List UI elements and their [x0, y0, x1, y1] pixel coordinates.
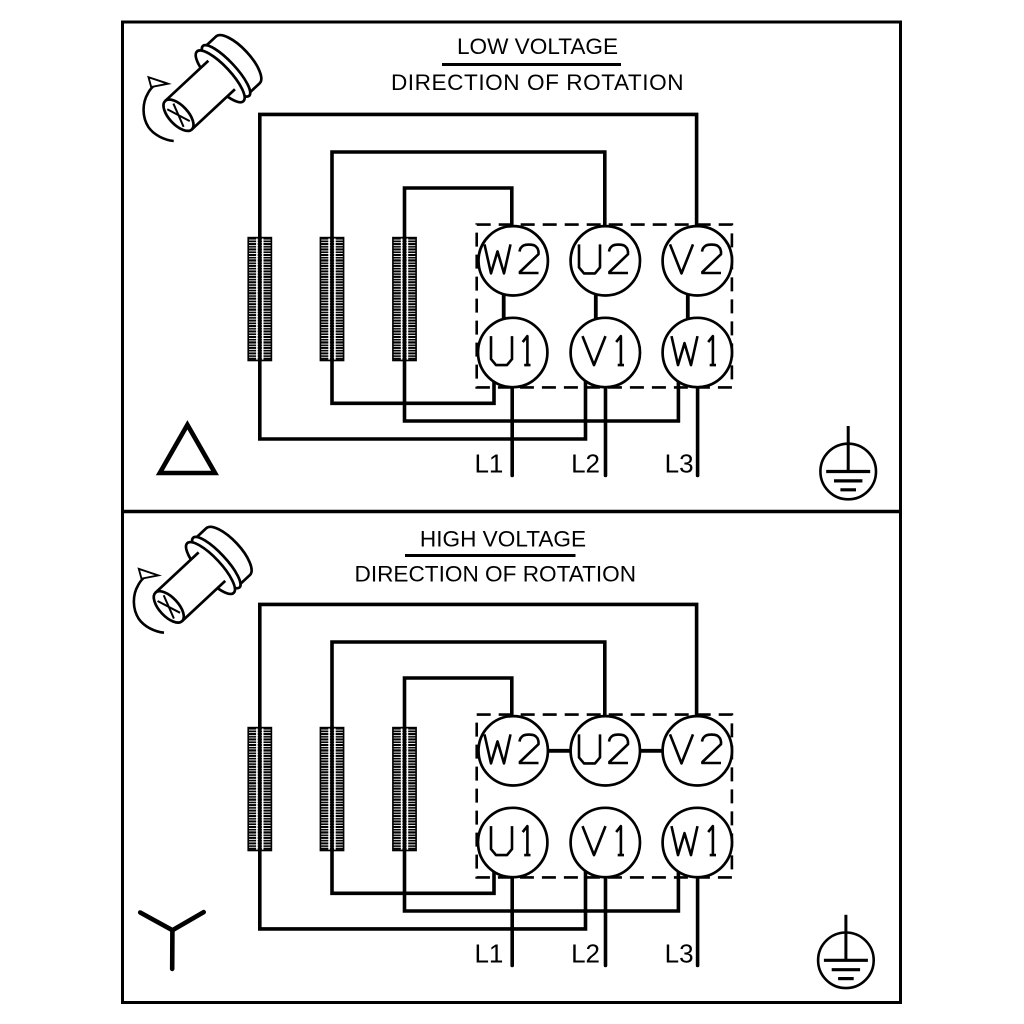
- terminal-label-glyph: [577, 734, 602, 765]
- wire-coil1-to-V2: [258, 602, 699, 728]
- winding-to-bottom-terminal-wires: [258, 360, 681, 441]
- wire-coil2-to-U1: [330, 360, 496, 406]
- terminal-circle-V2: [661, 714, 734, 787]
- line-label-L1: L1: [474, 939, 503, 969]
- terminal-label: [581, 824, 624, 857]
- terminal-label-glyph: [489, 336, 514, 367]
- terminal-label-glyph: [607, 733, 630, 765]
- winding-coil: [391, 234, 418, 364]
- winding-coil: [391, 724, 418, 854]
- wire-coil1-to-V2: [258, 112, 699, 238]
- terminal-label: [483, 243, 540, 275]
- winding-to-top-terminal-wires: [258, 602, 699, 728]
- terminal-label-glyph: [668, 733, 695, 765]
- wire-coil3-to-W1: [402, 850, 681, 913]
- motor-shaft-rotation-icon: [142, 25, 272, 148]
- winding-coil: [246, 234, 274, 364]
- wye-arm: [137, 910, 175, 933]
- terminal-label-glyph: [615, 824, 624, 857]
- terminal-box: [475, 223, 734, 389]
- terminal-circle-W1: [661, 806, 734, 879]
- wire-coil1-to-V1: [258, 360, 588, 441]
- terminal-label-glyph: [670, 335, 699, 367]
- terminal-label: [577, 733, 630, 765]
- terminal-labels: [483, 733, 723, 857]
- terminal-label: [581, 334, 624, 367]
- terminal-circle-W1: [661, 316, 734, 389]
- supply-line-labels: L1 L2 L3: [474, 449, 693, 479]
- winding-coil: [318, 724, 346, 854]
- line-label-L2: L2: [571, 939, 600, 969]
- winding-coil: [246, 724, 274, 854]
- terminal-label-glyph: [518, 243, 540, 275]
- wire-coil3-to-W1: [402, 360, 681, 423]
- delta-terminal-links: [501, 292, 690, 321]
- panel-high-voltage: HIGH VOLTAGE DIRECTION OF ROTATION: [132, 517, 876, 990]
- terminal-label-glyph: [581, 825, 607, 857]
- terminal-circle-U2: [569, 714, 642, 787]
- terminal-label: [670, 334, 716, 367]
- terminal-box: [475, 713, 734, 879]
- terminal-label-glyph: [615, 334, 624, 367]
- line-label-L3: L3: [665, 939, 694, 969]
- wire-coil3-to-W2: [402, 676, 514, 728]
- terminal-label-glyph: [581, 335, 607, 367]
- line-label-L2: L2: [571, 449, 600, 479]
- terminal-label-glyph: [483, 244, 512, 275]
- supply-line-labels: L1 L2 L3: [474, 939, 693, 969]
- low-voltage-subtitle: DIRECTION OF ROTATION: [391, 70, 684, 95]
- terminal-label-glyph: [707, 824, 716, 857]
- winding-to-bottom-terminal-wires: [258, 850, 681, 931]
- terminal-label-glyph: [670, 825, 699, 857]
- high-voltage-title: HIGH VOLTAGE: [420, 527, 586, 552]
- terminal-circles: [476, 714, 734, 879]
- terminal-label-glyph: [707, 334, 716, 367]
- wire-coil2-to-U1: [330, 850, 496, 896]
- terminal-labels: [483, 243, 723, 367]
- wire-coil2-to-U2: [330, 640, 607, 728]
- terminal-label: [489, 824, 531, 857]
- line-label-L1: L1: [474, 449, 503, 479]
- terminal-label-glyph: [483, 734, 512, 765]
- wire-coil1-to-V1: [258, 850, 588, 931]
- wire-coil2-to-U2: [330, 150, 607, 238]
- motor-shaft-rotation-icon: [132, 517, 262, 640]
- terminal-label: [483, 733, 540, 765]
- terminal-label-glyph: [521, 334, 531, 367]
- terminal-label: [668, 243, 723, 275]
- terminal-label-glyph: [607, 243, 630, 275]
- terminal-label-glyph: [700, 733, 723, 765]
- ground-icon: [816, 913, 876, 990]
- winding-coil: [318, 234, 346, 364]
- panel-low-voltage: LOW VOLTAGE DIRECTION OF ROTATION: [142, 25, 878, 501]
- high-voltage-subtitle: DIRECTION OF ROTATION: [355, 561, 637, 586]
- terminal-label: [670, 824, 716, 857]
- terminal-label-glyph: [577, 244, 602, 275]
- terminal-label: [489, 334, 531, 367]
- terminal-label-glyph: [489, 826, 514, 857]
- terminal-label: [577, 243, 630, 275]
- line-label-L3: L3: [665, 449, 694, 479]
- terminal-circles: [476, 224, 734, 389]
- terminal-circle-U2: [569, 224, 642, 297]
- terminal-label-glyph: [700, 243, 723, 275]
- winding-to-top-terminal-wires: [258, 112, 699, 238]
- supply-leads: [510, 873, 700, 968]
- terminal-label-glyph: [518, 733, 540, 765]
- delta-connection-icon: [155, 420, 219, 476]
- supply-leads: [510, 383, 700, 478]
- wire-coil3-to-W2: [402, 186, 514, 238]
- wye-arm: [170, 909, 206, 933]
- wye-connection-icon: [137, 909, 206, 972]
- low-voltage-title: LOW VOLTAGE: [457, 34, 618, 59]
- terminal-label-glyph: [668, 243, 695, 275]
- terminal-circle-V1: [569, 316, 642, 389]
- terminal-label: [668, 733, 723, 765]
- terminal-label-glyph: [521, 824, 531, 857]
- ground-icon: [818, 424, 878, 501]
- terminal-circle-V1: [569, 806, 642, 879]
- terminal-circle-V2: [661, 224, 734, 297]
